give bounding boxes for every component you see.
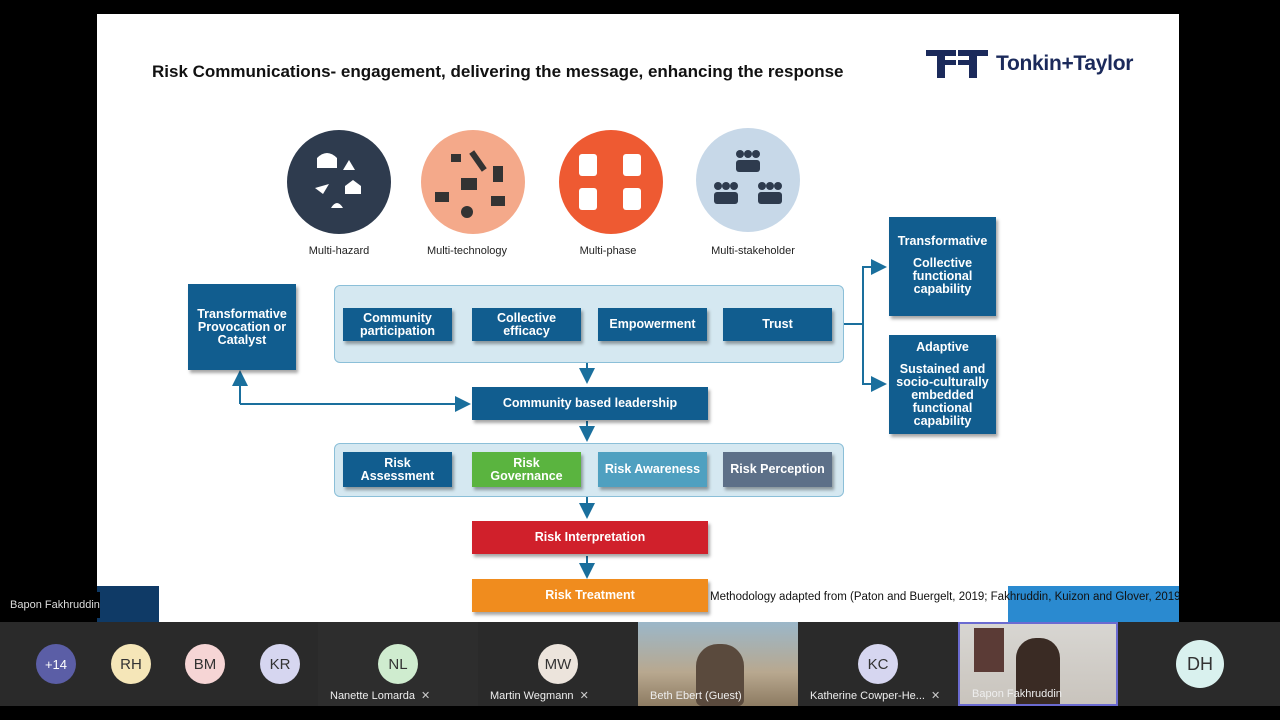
multi-stakeholder-label: Multi-stakeholder <box>711 245 795 257</box>
multi-phase-icon <box>559 130 663 234</box>
participant-name-kc: Katherine Cowper-He... ✕ <box>810 689 940 702</box>
transformative-body: Collective functional capability <box>912 256 973 296</box>
risk-interpretation-box: Risk Interpretation <box>472 521 708 554</box>
participant-tile-mw[interactable]: MW Martin Wegmann ✕ <box>478 622 638 706</box>
participant-name-beth: Beth Ebert (Guest) <box>650 690 742 702</box>
participant-avatar-nl: NL <box>378 644 418 684</box>
citation-text: Methodology adapted from (Paton and Buer… <box>710 591 1179 603</box>
multi-technology-icon <box>421 130 525 234</box>
risk-assessment-box: Risk Assessment <box>343 452 452 487</box>
participant-name-nl: Nanette Lomarda ✕ <box>330 689 430 702</box>
mic-muted-icon: ✕ <box>421 690 431 702</box>
participant-avatar-kc: KC <box>858 644 898 684</box>
adaptive-outcome-box: Adaptive Sustained and socio-culturally … <box>889 335 996 434</box>
presenter-name-tag: Bapon Fakhruddin <box>0 592 100 618</box>
person-video-silhouette <box>696 644 744 706</box>
risk-perception-box: Risk Perception <box>723 452 832 487</box>
participant-name-mw: Martin Wegmann ✕ <box>490 689 589 702</box>
participant-video-bapon[interactable]: Bapon Fakhruddin <box>958 622 1118 706</box>
risk-governance-box: Risk Governance <box>472 452 581 487</box>
participant-avatar-rh[interactable]: RH <box>111 644 151 684</box>
transformative-outcome-box: Transformative Collective functional cap… <box>889 217 996 316</box>
participant-name-text: Martin Wegmann <box>490 690 574 702</box>
slide-decoration-left <box>97 586 159 622</box>
person-video-silhouette <box>1016 638 1060 704</box>
participant-avatar-mw: MW <box>538 644 578 684</box>
presentation-slide: Risk Communications- engagement, deliver… <box>97 14 1179 622</box>
adaptive-body: Sustained and socio-culturally embedded … <box>896 362 989 428</box>
participant-tile-group: +14 RH BM KR <box>0 622 318 706</box>
tt-logo-icon <box>926 50 988 78</box>
participant-tile-kc[interactable]: KC Katherine Cowper-He... ✕ <box>798 622 958 706</box>
more-participants-avatar[interactable]: +14 <box>36 644 76 684</box>
multi-hazard-icon <box>287 130 391 234</box>
community-leadership-box: Community based leadership <box>472 387 708 420</box>
participant-avatar-dh: DH <box>1176 640 1224 688</box>
risk-treatment-box: Risk Treatment <box>472 579 708 612</box>
participant-video-beth[interactable]: Beth Ebert (Guest) <box>638 622 798 706</box>
mic-muted-icon: ✕ <box>930 690 941 702</box>
participant-strip: +14 RH BM KR NL Nanette Lomarda ✕ MW Mart… <box>0 622 1280 706</box>
participant-tile-dh[interactable]: DH <box>1118 622 1280 706</box>
wall-picture <box>974 628 1004 672</box>
transformative-catalyst-box: Transformative Provocation or Catalyst <box>188 284 296 370</box>
adaptive-title: Adaptive <box>916 340 969 354</box>
brand-name: Tonkin+Taylor <box>996 52 1134 75</box>
slide-title: Risk Communications- engagement, deliver… <box>152 62 844 81</box>
mic-muted-icon: ✕ <box>579 690 589 702</box>
participant-avatar-kr[interactable]: KR <box>260 644 300 684</box>
trust-box: Trust <box>723 308 832 341</box>
collective-efficacy-box: Collective efficacy <box>472 308 581 341</box>
participant-name-text: Nanette Lomarda <box>330 690 415 702</box>
multi-hazard-label: Multi-hazard <box>308 245 370 257</box>
transformative-title: Transformative <box>897 234 988 248</box>
multi-stakeholder-icon <box>696 128 800 232</box>
participant-name-bapon: Bapon Fakhruddin <box>972 688 1062 700</box>
empowerment-box: Empowerment <box>598 308 707 341</box>
brand-logo: Tonkin+Taylor <box>926 48 1136 84</box>
community-participation-box: Community participation <box>343 308 452 341</box>
multi-phase-label: Multi-phase <box>579 245 637 257</box>
multi-technology-label: Multi-technology <box>426 245 508 257</box>
participant-name-text: Katherine Cowper-He... <box>810 690 925 702</box>
participant-avatar-bm[interactable]: BM <box>185 644 225 684</box>
participant-tile-nl[interactable]: NL Nanette Lomarda ✕ <box>318 622 478 706</box>
risk-awareness-box: Risk Awareness <box>598 452 707 487</box>
slide-decoration-right <box>1008 586 1179 622</box>
